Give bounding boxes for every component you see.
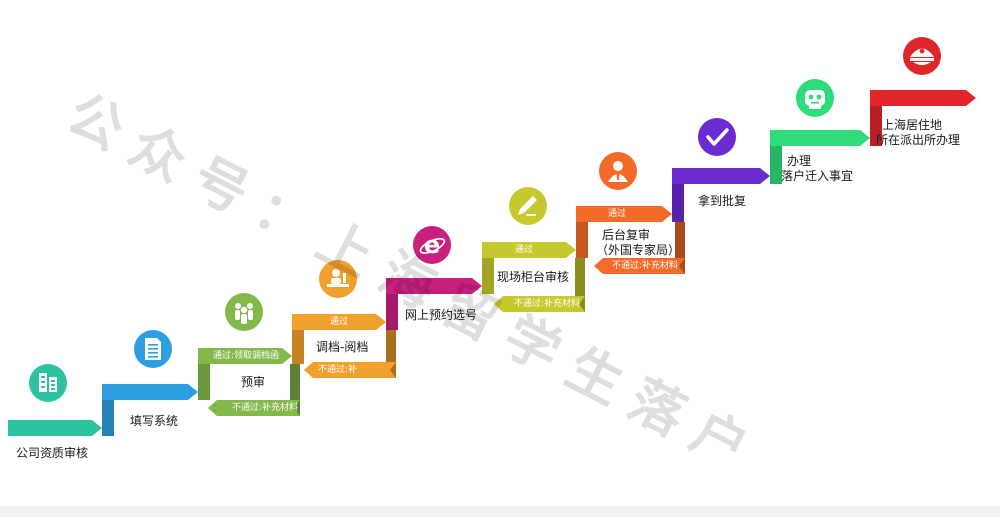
step-7-label-line-2: （外国专家局）: [596, 243, 681, 257]
svg-text:e: e: [424, 231, 440, 259]
fail-band-step-3: [208, 400, 300, 416]
fail-tag-step-7: 不通过:补充材料: [612, 261, 679, 271]
fail-band-step-7: [594, 258, 685, 274]
ribbon-step-4: [292, 314, 386, 330]
step-4-label: 调档-阅档: [316, 340, 369, 354]
step-2-label: 填写系统: [130, 414, 179, 428]
step-10-label-line-1: 上海居住地: [882, 118, 943, 132]
step-5-label: 网上预约选号: [405, 308, 478, 322]
desk-worker-icon: [319, 260, 357, 298]
ribbon-step-8: [672, 168, 770, 184]
step-1-label: 公司资质审核: [16, 446, 89, 460]
officer-icon: [599, 152, 637, 190]
fail-band-step-4: [304, 362, 396, 378]
step-10-label-line-2: 所在派出所办理: [876, 133, 961, 147]
ribbon-step-10: [870, 90, 976, 106]
ribbon-step-3: [198, 348, 292, 364]
checkmark-icon: [698, 118, 736, 156]
step-8-label: 拿到批复: [698, 194, 747, 208]
robot-icon: [796, 79, 834, 117]
step-7-label-line-1: 后台复审: [602, 228, 651, 242]
fail-tag-step-4: 不通过:补: [318, 365, 358, 375]
step-9-label-line-1: 办理: [787, 154, 812, 168]
pass-tag-step-3: 通过:领取调档函: [213, 351, 280, 361]
building-icon: [29, 364, 67, 402]
fail-tag-step-3: 不通过:补充材料: [232, 403, 299, 413]
fail-band-step-6: [494, 296, 585, 312]
document-icon: [134, 330, 172, 368]
ribbon-step-9: [770, 130, 870, 146]
ribbon-step-5: [386, 278, 482, 294]
pass-tag-step-6: 通过: [515, 245, 534, 255]
people-icon: [225, 293, 263, 331]
ribbon-step-2: [102, 384, 198, 400]
pencil-icon: [509, 187, 547, 225]
pass-tag-step-4: 通过: [330, 317, 349, 327]
ribbon-step-7: [576, 206, 672, 222]
ribbon-step-1: [8, 420, 102, 436]
step-9-label-line-2: 落户迁入事宜: [781, 169, 854, 183]
ie-browser-icon: e: [413, 226, 451, 264]
police-cap-icon: [903, 37, 941, 75]
fail-tag-step-6: 不通过:补充材料: [514, 299, 581, 309]
step-6-label: 现场柜台审核: [497, 270, 570, 284]
step-3-label: 预审: [241, 375, 266, 389]
pass-tag-step-7: 通过: [608, 209, 627, 219]
bottom-bar: [0, 506, 1000, 517]
ribbon-step-6: [482, 242, 576, 258]
